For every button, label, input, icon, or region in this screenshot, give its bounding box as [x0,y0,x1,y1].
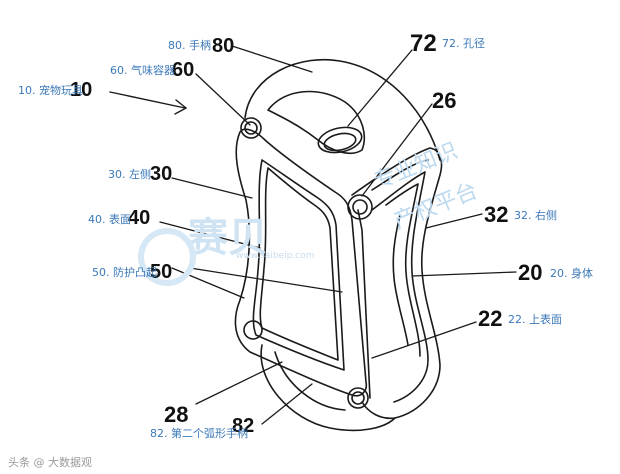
annotation-50-protrusion: 50. 防护凸起 [92,266,157,279]
ref-10: 10 [70,79,93,101]
annotation-32-right-side: 32. 右侧 [514,209,557,222]
ref-28: 28 [164,402,189,427]
watermark-brand: 赛贝 [188,215,268,261]
annotation-72-aperture: 72. 孔径 [442,37,485,50]
ref-60: 60 [172,59,195,81]
watermark-logo-icon [138,228,196,286]
ref-80: 80 [212,35,235,57]
ref-30: 30 [150,163,173,185]
footer-credit: 头条 @ 大数据观 [8,456,92,469]
ref-20: 20 [518,260,543,285]
annotation-82-second-handle: 82. 第二个弧形手柄 [150,427,248,440]
annotation-10-pet-toy: 10. 宠物玩具 [18,84,83,97]
ref-72: 72 [410,30,437,57]
annotation-60-scent-container: 60. 气味容器 [110,64,175,77]
annotation-40-surface: 40. 表面 [88,213,131,226]
ref-32: 32 [484,202,509,227]
ref-40: 40 [128,207,151,229]
watermark-site: www.saibeip.com [236,251,315,261]
annotation-20-body: 20. 身体 [550,267,593,280]
ref-82: 82 [232,415,255,437]
ref-50: 50 [150,261,173,283]
ref-26: 26 [432,88,457,113]
ref-22: 22 [478,306,503,331]
annotation-30-left-side: 30. 左侧 [108,168,151,181]
annotation-22-upper-surface: 22. 上表面 [508,313,562,326]
annotation-80-handle: 80. 手柄 [168,39,211,52]
